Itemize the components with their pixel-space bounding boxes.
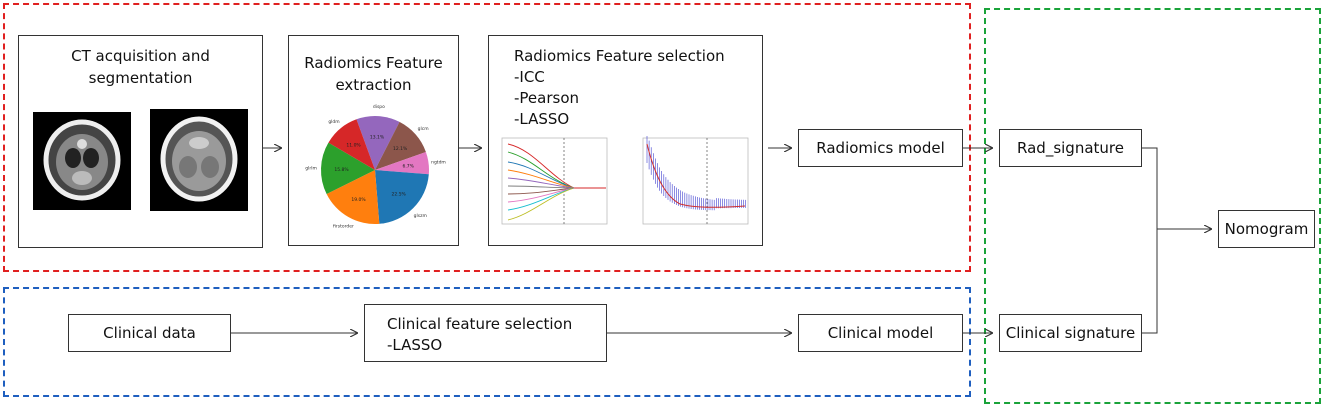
ct-acquisition-box: CT acquisition and segmentation — [18, 35, 263, 248]
ct-scan-image-1 — [33, 112, 131, 210]
merge-bracket — [1142, 147, 1158, 334]
clinical-selection-item: -LASSO — [387, 336, 443, 354]
pie-pct-ngtdm: 6.7% — [402, 164, 414, 170]
ct-title-line1: CT acquisition and — [71, 47, 210, 65]
radiomics-model-box: Radiomics model — [798, 129, 963, 167]
feature-selection-box: Radiomics Feature selection -ICC -Pearso… — [488, 35, 763, 246]
feature-pie-chart: 13.1% dispo 12.1% glcm 6.7% ngtdm 22.5% glszm 19… — [305, 104, 446, 230]
pie-label-firstorder: firstorder — [333, 224, 354, 230]
pie-pct-glszm: 22.5% — [392, 192, 407, 198]
lasso-coefficient-path-plot — [501, 137, 608, 225]
pie-pct-firstorder: 19.0% — [351, 197, 366, 203]
pie-label-glrlm: glrlm — [305, 166, 317, 172]
lasso-cross-validation-plot — [642, 136, 749, 225]
radiomics-model-label: Radiomics model — [816, 139, 945, 157]
radiomics-frame — [3, 3, 971, 272]
ct-title-line2: segmentation — [88, 69, 193, 87]
signature-frame — [984, 8, 1321, 404]
clinical-signature-label: Clinical signature — [1005, 324, 1136, 342]
rad-signature-label: Rad_signature — [1017, 139, 1124, 157]
pie-label-ngtdm: ngtdm — [431, 160, 446, 166]
pie-slice-glszm — [375, 170, 429, 224]
clinical-model-box: Clinical model — [798, 314, 963, 352]
pie-slice-glcm — [375, 121, 426, 170]
pie-label-glcm: glcm — [418, 126, 429, 132]
nomogram-box: Nomogram — [1218, 210, 1315, 248]
pie-slice-firstorder — [326, 170, 380, 224]
clinical-frame — [3, 287, 971, 397]
pie-pct-glrlm: 15.8% — [334, 167, 349, 173]
selection-item-lasso: -LASSO — [514, 110, 570, 128]
nomogram-label: Nomogram — [1224, 220, 1309, 238]
pie-slice-ngtdm — [375, 151, 429, 175]
selection-item-pearson: -Pearson — [514, 89, 580, 107]
clinical-model-label: Clinical model — [827, 324, 934, 342]
pie-pct-glcm: 12.1% — [393, 146, 408, 152]
clinical-data-box: Clinical data — [68, 314, 231, 352]
clinical-feature-selection-box: Clinical feature selection -LASSO — [364, 304, 607, 362]
pie-pct-dispo: 13.1% — [370, 135, 385, 141]
pie-slice-glrlm — [321, 142, 375, 194]
rad-signature-box: Rad_signature — [999, 129, 1142, 167]
pie-slice-dispo — [356, 116, 400, 170]
clinical-selection-title: Clinical feature selection — [387, 315, 573, 333]
pie-pct-gldm: 11.0% — [346, 142, 361, 148]
pie-label-glszm: glszm — [414, 213, 427, 219]
extraction-title-line1: Radiomics Feature — [304, 54, 443, 72]
ct-scan-image-2 — [150, 109, 248, 211]
clinical-data-label: Clinical data — [103, 324, 196, 342]
pie-label-gldm: gldm — [328, 119, 339, 125]
extraction-title-line2: extraction — [335, 76, 412, 94]
selection-item-icc: -ICC — [514, 68, 545, 86]
pie-label-dispo: dispo — [373, 104, 385, 110]
pie-slice-gldm — [328, 119, 375, 170]
clinical-signature-box: Clinical signature — [999, 314, 1142, 352]
selection-title: Radiomics Feature selection — [514, 47, 725, 65]
